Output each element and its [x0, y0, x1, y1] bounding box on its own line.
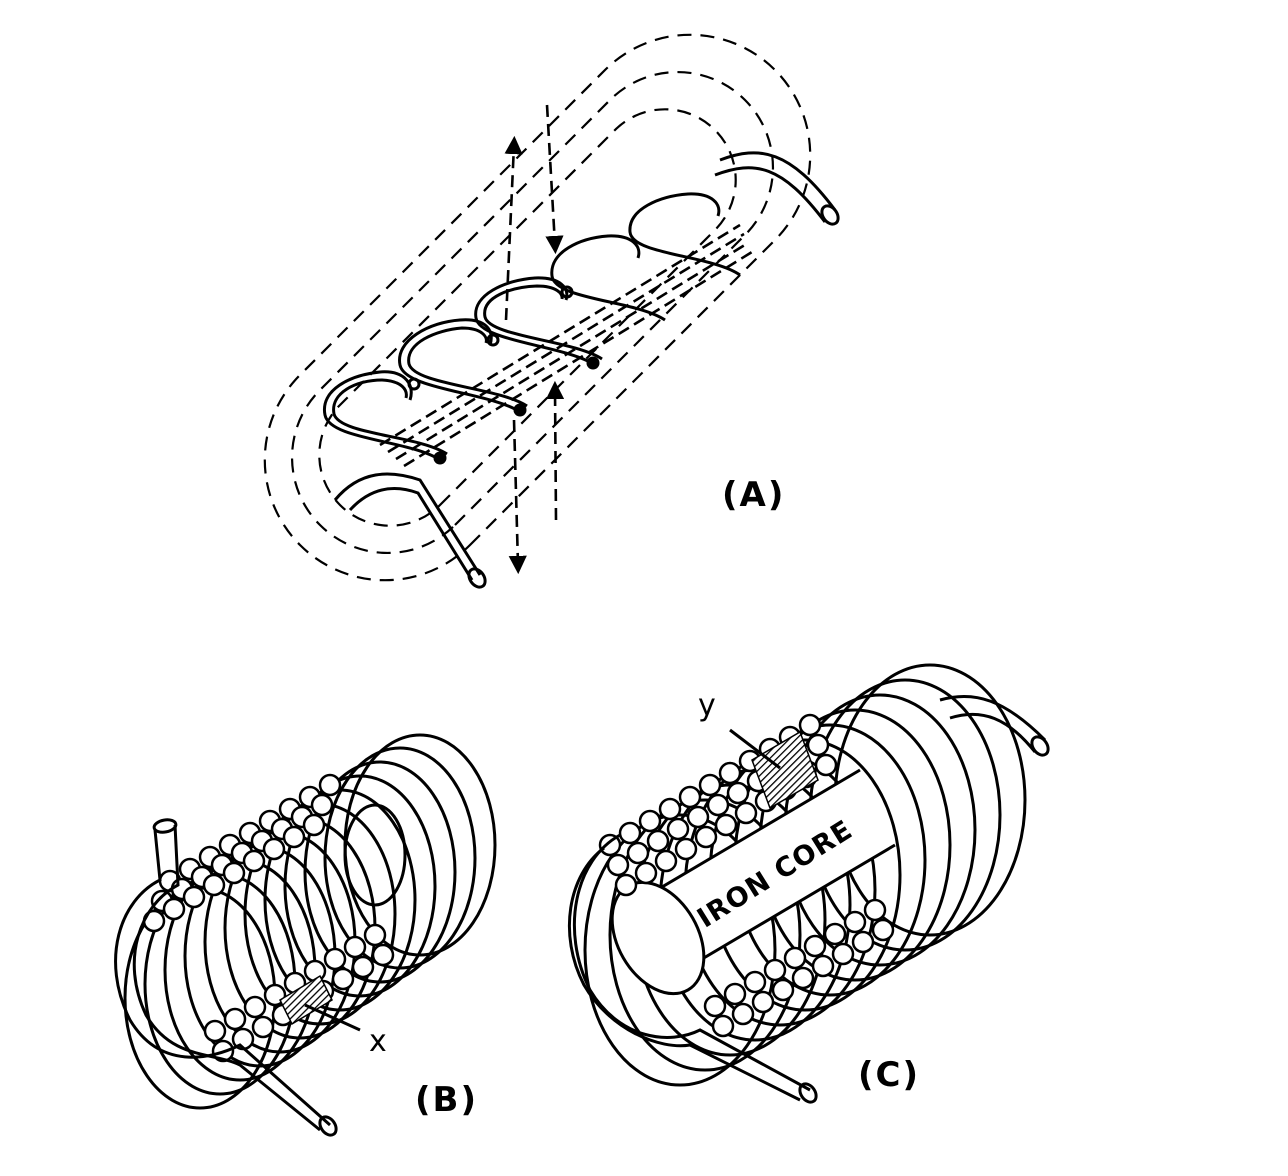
marker-y-label: y [698, 688, 716, 723]
panel-c-figure [567, 663, 1050, 1104]
panel-a-leads [333, 151, 840, 589]
coil-c-leads [567, 694, 1050, 1104]
marker-x-label: x [369, 1024, 387, 1059]
panel-c-label: (C) [858, 1055, 921, 1095]
marker-y-pointer [729, 728, 781, 770]
helix-turns [323, 192, 741, 465]
field-direction-arrows [504, 104, 565, 575]
coil-b-cross-section-top [142, 773, 342, 933]
panel-a-label: (A) [722, 475, 786, 515]
panel-b-label: (B) [415, 1080, 478, 1120]
flux-lines-axial [379, 223, 753, 468]
coil-c-dense-region [751, 730, 819, 810]
marker-x-pointer [304, 1003, 361, 1032]
flux-lines-outer [263, 33, 812, 582]
coil-b-dense-region [279, 974, 333, 1026]
coil-b-leads [114, 818, 338, 1137]
coil-c-cross-section-bottom [703, 898, 895, 1038]
panel-b-figure [114, 733, 497, 1137]
panel-a-figure [263, 33, 840, 589]
